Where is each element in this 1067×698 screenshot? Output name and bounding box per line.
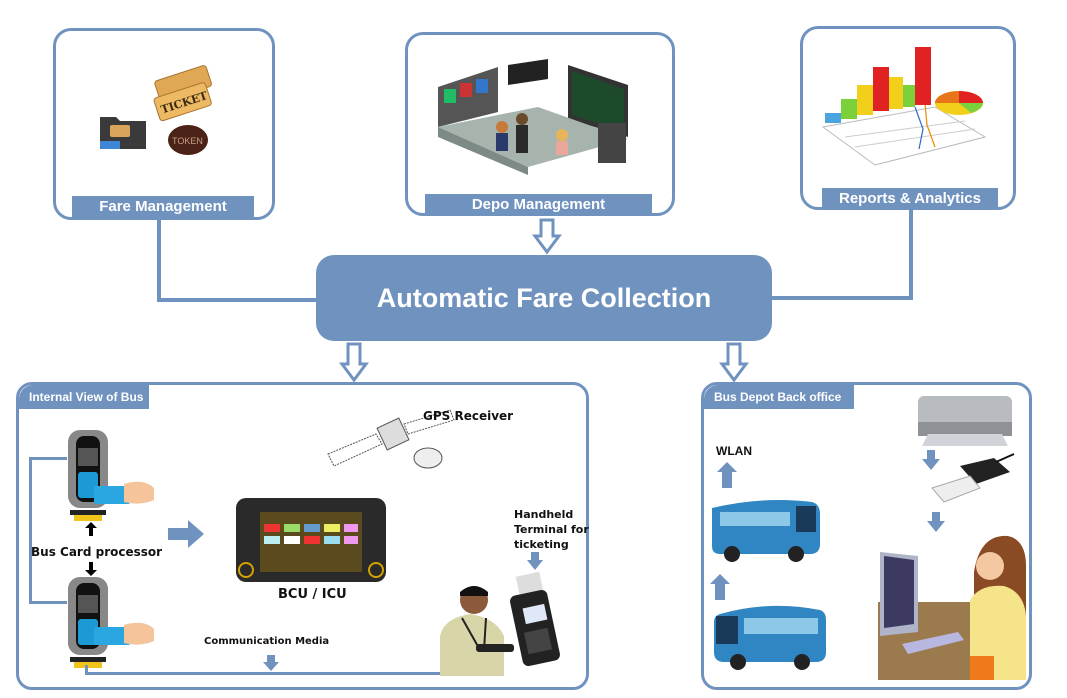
- handheld-terminal-icon: [510, 571, 560, 667]
- bar-chart-icon: [821, 47, 987, 166]
- connector-reports-horizontal: [770, 296, 913, 300]
- smart-card-reader-icon: [931, 453, 1015, 503]
- conductor-icon: [440, 586, 514, 676]
- control-room-icon: [438, 59, 628, 175]
- comm-connector-vertical: [85, 665, 88, 675]
- down-arrow-icon: [263, 655, 279, 671]
- handheld-label-line: Handheld: [514, 508, 574, 521]
- handheld-label-line: Terminal for: [514, 523, 589, 536]
- folder-icon: [100, 117, 146, 149]
- down-arrow-icon: [527, 552, 543, 570]
- gps-satellite-icon: [327, 409, 455, 469]
- card-reader-icon: [68, 577, 154, 668]
- down-arrow-icon: [532, 218, 562, 255]
- connector-reports-vertical: [909, 210, 913, 300]
- handheld-terminal-label: Handheld Terminal for ticketing: [514, 507, 589, 552]
- depo-management-panel: [405, 32, 675, 216]
- handheld-label-line: ticketing: [514, 538, 569, 551]
- ticket-icon: TICKET: [153, 65, 212, 122]
- pie-chart-icon: [935, 91, 983, 115]
- loop-connector-bottom: [29, 601, 67, 604]
- printer-icon: [918, 396, 1012, 446]
- bcu-icu-label: BCU / ICU: [278, 587, 347, 602]
- bus-icon: [714, 605, 826, 670]
- internal-bus-title: Internal View of Bus: [19, 385, 149, 409]
- connector-fare-horizontal: [157, 298, 319, 302]
- up-arrow-icon: [717, 462, 737, 488]
- token-icon: TOKEN: [168, 125, 208, 155]
- bcu-device-icon: [236, 498, 386, 582]
- loop-connector-vertical: [29, 457, 32, 603]
- communication-media-label: Communication Media: [204, 636, 330, 647]
- bus-card-processor-label: Bus Card processor: [31, 545, 163, 559]
- token-text: TOKEN: [172, 136, 203, 146]
- up-arrow-icon: [85, 522, 97, 536]
- gps-receiver-label: GPS Receiver: [423, 409, 514, 423]
- reports-analytics-panel: [800, 26, 1016, 210]
- wlan-label: WLAN: [716, 444, 752, 458]
- fare-management-label: Fare Management: [72, 196, 254, 218]
- fare-management-panel: TICKET TOKEN: [53, 28, 275, 220]
- connector-fare-vertical: [157, 218, 161, 302]
- down-arrow-icon: [927, 512, 945, 532]
- down-arrow-icon: [922, 450, 940, 470]
- office-worker-icon: [878, 535, 1026, 680]
- down-arrow-icon: [339, 342, 369, 383]
- down-arrow-icon: [719, 342, 749, 383]
- automatic-fare-collection-hub: Automatic Fare Collection: [316, 255, 772, 341]
- comm-connector-horizontal: [85, 672, 457, 675]
- right-arrow-icon: [168, 520, 204, 548]
- loop-connector-top: [29, 457, 67, 460]
- depot-office-title: Bus Depot Back office: [704, 385, 854, 409]
- depo-management-label: Depo Management: [425, 194, 652, 216]
- reports-analytics-label: Reports & Analytics: [822, 188, 998, 210]
- card-reader-icon: [68, 430, 154, 521]
- up-arrow-icon: [710, 574, 730, 600]
- bus-icon: [712, 500, 820, 562]
- down-arrow-icon: [85, 562, 97, 576]
